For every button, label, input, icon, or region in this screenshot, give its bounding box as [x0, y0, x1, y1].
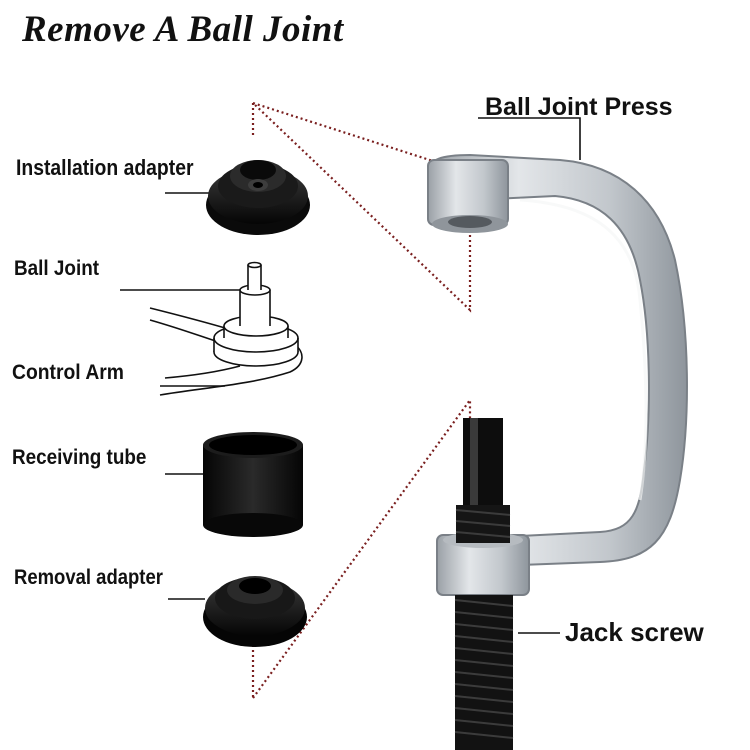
label-ball-joint: Ball Joint	[14, 257, 100, 280]
receiving-tube-part	[203, 432, 303, 537]
label-control-arm: Control Arm	[12, 361, 124, 384]
label-installation-adapter: Installation adapter	[16, 155, 194, 180]
diagram-title: Remove A Ball Joint	[22, 9, 344, 50]
upper-guide-triangle	[252, 101, 472, 313]
label-jack-screw: Jack screw	[565, 617, 704, 647]
removal-adapter-part	[203, 576, 307, 647]
label-removal-adapter: Removal adapter	[14, 566, 163, 589]
label-receiving-tube: Receiving tube	[12, 446, 147, 469]
leader-lines	[120, 117, 581, 634]
label-ball-joint-press: Ball Joint Press	[485, 93, 673, 121]
dotted-guides	[251, 101, 472, 699]
leader-ball-joint-press	[478, 117, 581, 160]
jack-screw-part	[454, 418, 514, 750]
installation-adapter-part	[206, 160, 310, 235]
ball-joint-part	[149, 261, 303, 396]
